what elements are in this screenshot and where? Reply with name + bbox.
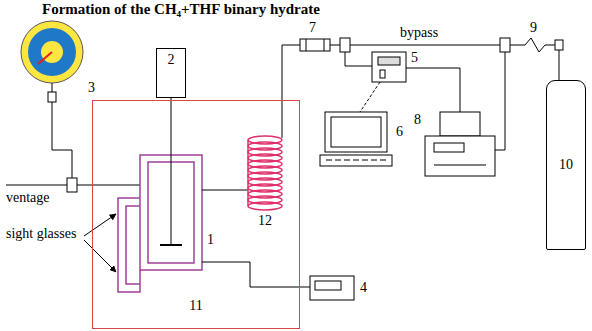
vent-valve	[6, 185, 67, 186]
sight-glass-pointer	[84, 214, 116, 236]
sight-glass-pointer	[84, 214, 116, 272]
computer	[325, 112, 387, 152]
computer	[326, 160, 386, 161]
printer	[434, 143, 464, 152]
pipe	[282, 45, 300, 138]
pressure-gauge	[28, 28, 76, 76]
callout-number: 11	[189, 298, 202, 314]
pipe	[559, 50, 560, 80]
callout-number: 6	[396, 124, 403, 140]
callout-number: 1	[207, 232, 214, 248]
callout-number: 5	[411, 50, 418, 66]
pressure-gauge	[38, 52, 52, 64]
pipe	[345, 52, 372, 66]
flow-meter	[380, 70, 385, 78]
reactor-vessel	[118, 155, 202, 292]
display	[310, 276, 354, 300]
pipe	[350, 45, 500, 46]
stirrer-motor: 2	[156, 48, 186, 98]
pressure-gauge	[21, 21, 83, 178]
callout-number: 3	[88, 80, 95, 96]
callout-number: 12	[258, 213, 272, 229]
callout-number: 9	[530, 20, 537, 36]
pipe	[495, 52, 505, 150]
computer	[331, 117, 381, 147]
valve	[340, 38, 563, 52]
callout-number: 4	[360, 280, 367, 296]
callout-number: 10	[559, 157, 573, 173]
valve	[500, 38, 510, 52]
callout-number: 8	[414, 112, 421, 128]
display	[310, 276, 354, 300]
callout-number: 7	[309, 20, 316, 36]
computer	[320, 82, 392, 166]
pipe	[406, 68, 460, 112]
pipe	[545, 45, 555, 46]
callout-number: 2	[168, 52, 175, 68]
flow-meter	[372, 52, 406, 82]
printer	[425, 136, 495, 176]
vent-valve	[67, 178, 77, 192]
reactor-vessel	[118, 198, 140, 292]
part-label: ventage	[6, 190, 50, 206]
stirrer	[171, 98, 172, 245]
pipe	[330, 45, 340, 46]
valve	[340, 38, 350, 52]
filter	[300, 39, 330, 51]
filter	[324, 39, 325, 51]
part-label: bypass	[400, 25, 438, 41]
pressure-gauge	[52, 102, 72, 178]
title: Formation of the CH₄+THF binary hydrate	[42, 1, 320, 18]
vent-valve	[77, 185, 140, 186]
gas-cylinder: 10	[546, 80, 586, 250]
check-valve	[525, 38, 545, 52]
valve	[555, 40, 563, 50]
display	[315, 281, 341, 290]
cooling-coil	[247, 140, 249, 206]
computer	[320, 155, 392, 166]
stirrer	[160, 244, 182, 246]
pressure-gauge	[48, 92, 56, 102]
pipe	[202, 45, 559, 287]
filter	[300, 39, 330, 51]
pressure-gauge	[21, 21, 83, 83]
vent-valve	[6, 178, 140, 192]
printer	[440, 112, 480, 136]
check-valve	[525, 38, 545, 52]
flow-meter	[372, 52, 406, 82]
pipe	[510, 45, 525, 46]
reactor-vessel	[126, 206, 140, 284]
cooling-coil	[248, 202, 282, 210]
cooling-coil	[248, 136, 282, 210]
pressure-gauge	[52, 83, 53, 92]
pipe	[202, 262, 310, 287]
part-label: sight glasses	[6, 226, 76, 242]
printer	[434, 165, 486, 166]
flow-meter	[378, 57, 400, 65]
printer	[425, 112, 495, 176]
sight-glass-pointer	[84, 240, 116, 272]
filter	[306, 39, 307, 51]
computer	[360, 82, 380, 112]
pipe	[202, 190, 248, 191]
stirrer	[160, 98, 182, 245]
